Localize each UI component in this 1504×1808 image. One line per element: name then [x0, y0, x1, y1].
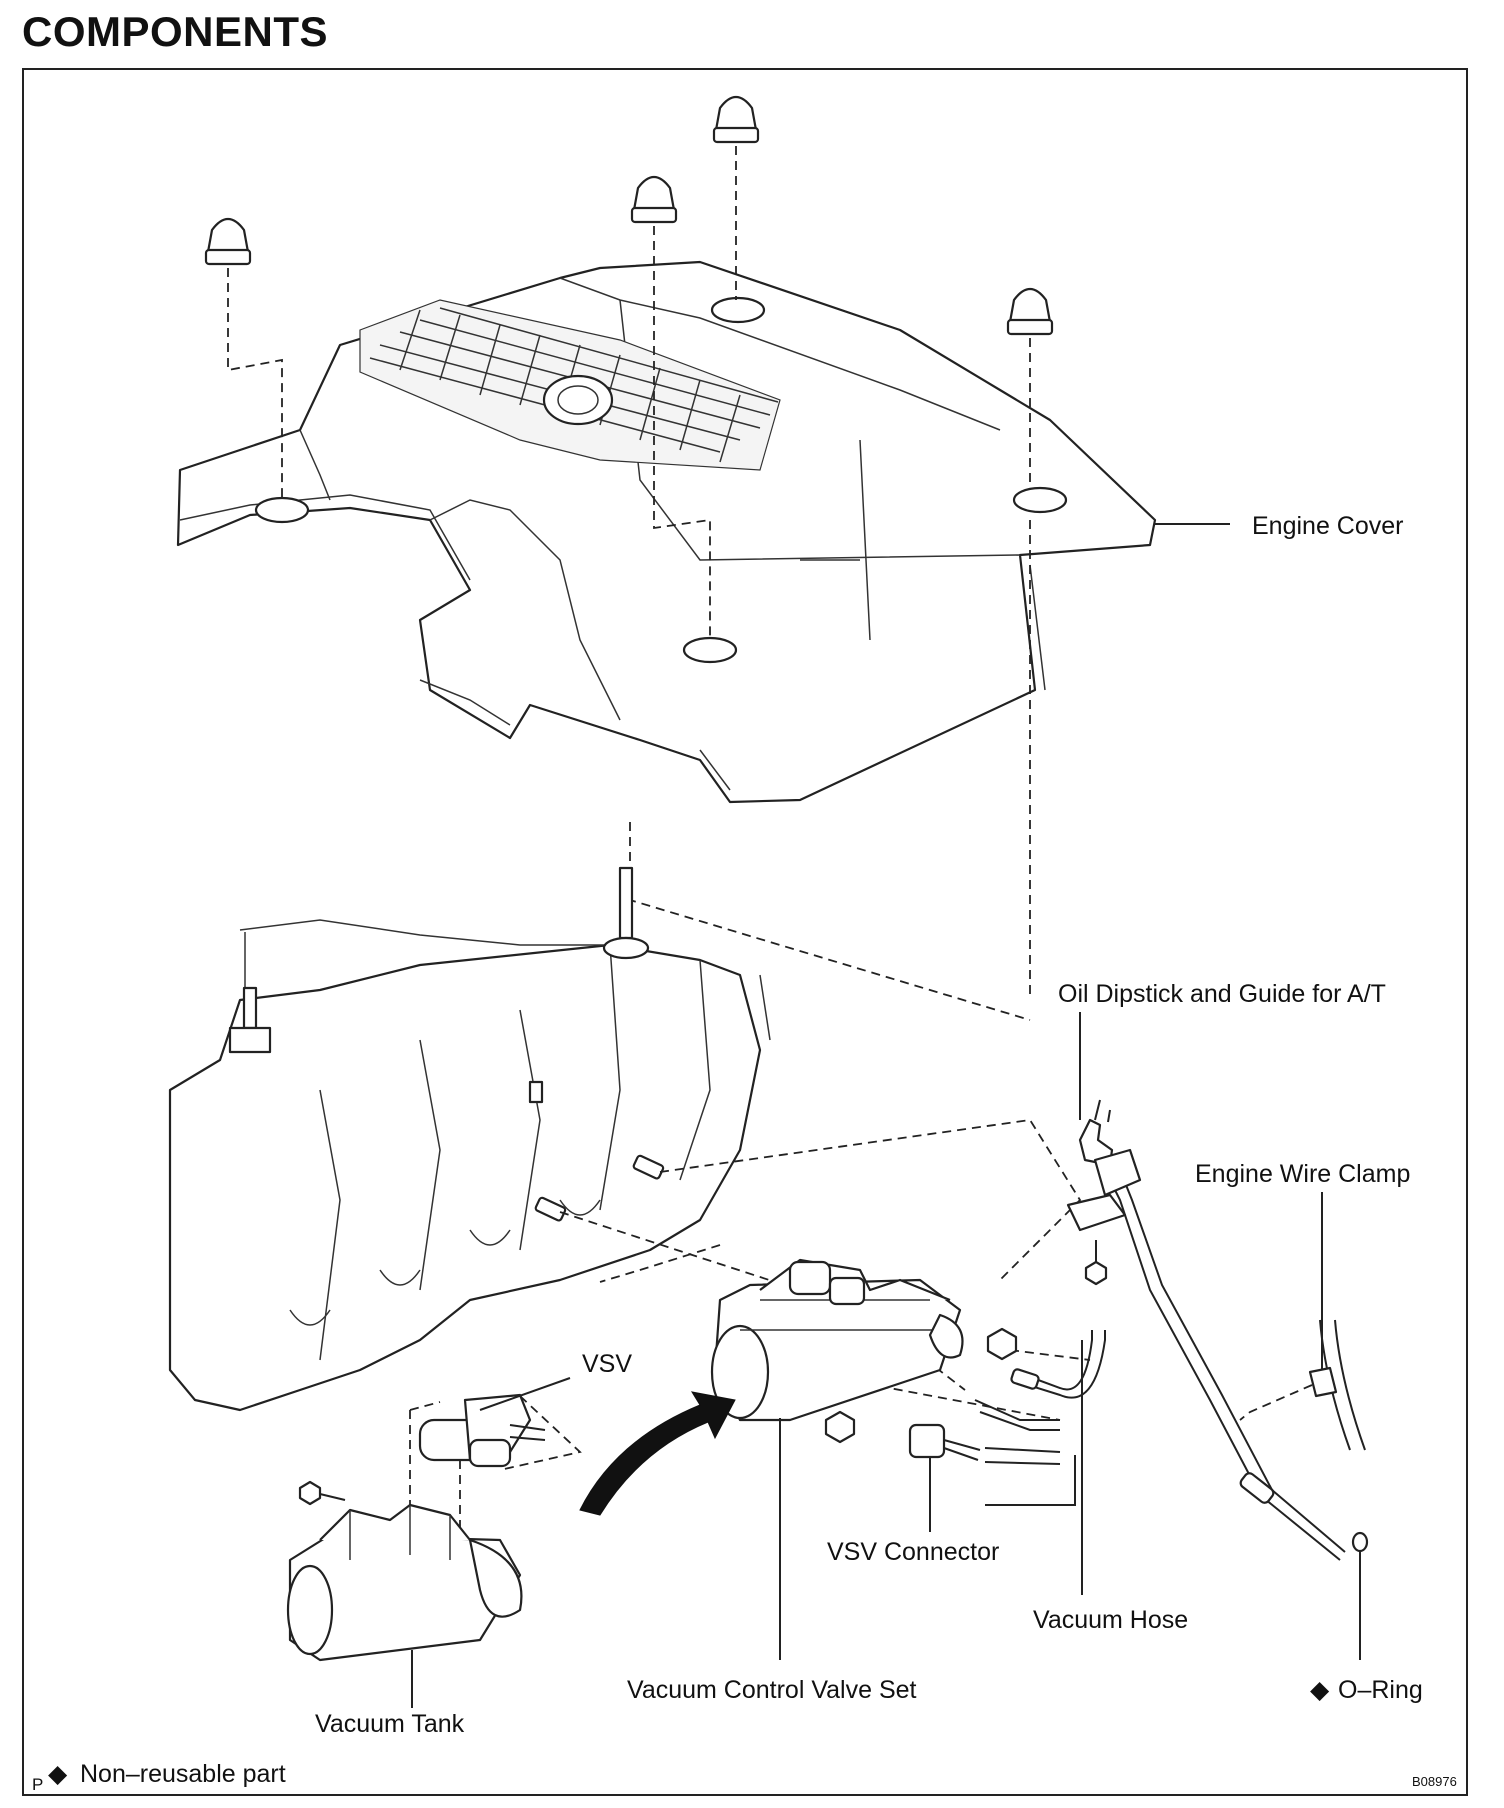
vsv-leader [479, 1377, 571, 1411]
legend-diamond: ◆ [48, 1760, 68, 1788]
vacuum-hose-label: Vacuum Hose [1033, 1606, 1188, 1634]
cover-nut-1 [204, 217, 252, 266]
oil-dipstick-label: Oil Dipstick and Guide for A/T [1058, 980, 1386, 1008]
vsv [418, 1393, 546, 1468]
vacuum-control-valve-set [710, 1258, 964, 1422]
assembly-arrow [579, 1391, 736, 1516]
dipstick-bolt [1084, 1240, 1108, 1286]
vsv-connector-label: VSV Connector [827, 1538, 999, 1566]
engine-wire-clamp [1308, 1319, 1366, 1451]
o-ring-marker: ◆ [1310, 1676, 1330, 1704]
vsv-label: VSV [582, 1350, 632, 1378]
legend-text: Non–reusable part [80, 1760, 286, 1788]
vacuum-hose-leader [985, 1340, 1083, 1595]
vacuum-control-valve-set-label: Vacuum Control Valve Set [627, 1676, 917, 1704]
figure-code: B08976 [1412, 1774, 1457, 1789]
vacuum-tank-label: Vacuum Tank [315, 1710, 465, 1738]
cover-nut-4 [1006, 287, 1054, 336]
page-title: COMPONENTS [22, 8, 329, 55]
vacuum-hose [974, 1330, 1106, 1465]
intake-manifold [168, 866, 771, 1412]
oil-dipstick-guide [1066, 1099, 1346, 1561]
diagram-frame [22, 68, 1468, 1796]
cover-nut-2 [630, 175, 678, 224]
o-ring-label: O–Ring [1338, 1676, 1423, 1704]
vacuum-tank-bolt [298, 1480, 346, 1506]
cover-nut-3 [712, 95, 760, 144]
o-ring [1351, 1531, 1369, 1553]
engine-cover [176, 260, 1157, 804]
valve-set-nut-1 [986, 1327, 1018, 1361]
vacuum-tank [286, 1503, 523, 1662]
engine-wire-clamp-label: Engine Wire Clamp [1195, 1160, 1410, 1188]
legend-prefix: P [32, 1775, 43, 1794]
vsv-connector [908, 1423, 981, 1461]
valve-set-nut-2 [824, 1410, 856, 1444]
engine-cover-label: Engine Cover [1252, 512, 1403, 540]
